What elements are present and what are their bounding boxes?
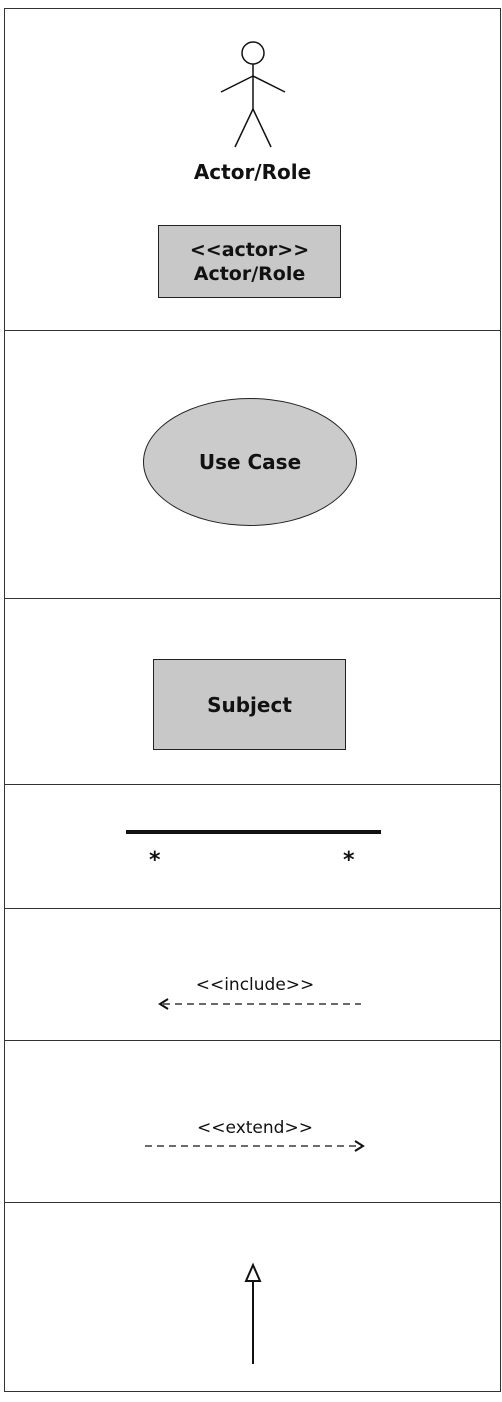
use-case-section: Use Case <box>5 331 500 599</box>
right-multiplicity: * <box>343 848 355 873</box>
use-case-label: Use Case <box>198 450 302 474</box>
actor-section: Actor/Role <<actor>> Actor/Role <box>5 9 500 331</box>
arrowhead-left-icon <box>158 998 169 1010</box>
stick-figure-icon <box>220 41 286 148</box>
generalization-arrow <box>244 1262 262 1364</box>
generalization-section <box>5 1203 500 1393</box>
subject-label: Subject <box>207 692 292 717</box>
actor-stereotype-text: <<actor>> <box>189 238 310 261</box>
use-case-ellipse: Use Case <box>143 398 357 526</box>
association-section: * * <box>5 785 500 909</box>
include-section: <<include>> <box>5 909 500 1041</box>
extend-label: <<extend>> <box>197 1118 313 1138</box>
actor-label: Actor/Role <box>193 160 312 184</box>
subject-box: Subject <box>153 659 346 750</box>
actor-stereotype-box: <<actor>> Actor/Role <box>158 225 341 298</box>
extend-arrow <box>145 1140 365 1152</box>
left-multiplicity: * <box>149 848 161 873</box>
association-line <box>126 830 381 834</box>
extend-section: <<extend>> <box>5 1041 500 1203</box>
subject-section: Subject <box>5 599 500 785</box>
actor-box-label: Actor/Role <box>193 262 306 285</box>
include-label: <<include>> <box>195 975 315 995</box>
notation-frame: Actor/Role <<actor>> Actor/Role Use Case… <box>4 8 501 1392</box>
hollow-triangle-icon <box>244 1262 262 1282</box>
arrowhead-right-icon <box>354 1140 365 1152</box>
include-arrow <box>158 998 361 1010</box>
